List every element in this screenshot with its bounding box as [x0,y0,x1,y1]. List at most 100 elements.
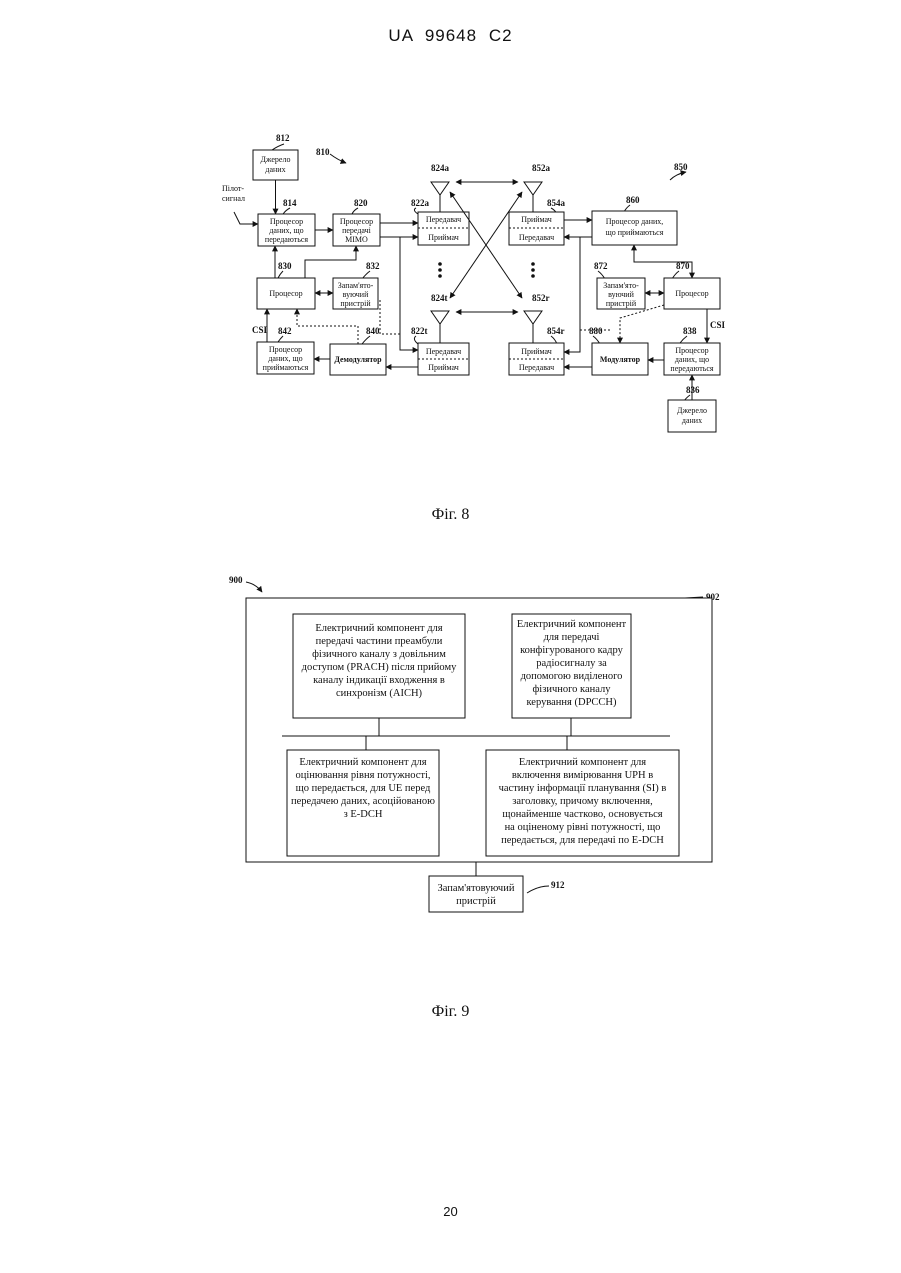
ref-852r: 852r [532,293,550,303]
ref-820: 820 [354,198,368,208]
box-910-line4: заголовку, причому включення, [512,796,653,807]
box-822t-top: Передавач [426,347,461,356]
antenna-824t [431,311,449,343]
box-910-line5: щонайменше частково, основується [502,809,662,820]
box-872-line2: вуючий [608,290,634,299]
box-822t-bottom: Приймач [428,363,459,372]
ref-824a: 824a [431,163,450,173]
box-842-line2: даних, що [268,354,302,363]
ref-854r: 854r [547,326,565,336]
box-902-system [246,598,712,862]
box-908-line4: передачею даних, асоційованою [291,796,435,807]
box-904-line4: доступом (PRACH) після прийому [302,662,457,673]
box-872-line1: Запам'ято- [603,281,639,290]
antenna-824a [431,182,449,212]
ref-810: 810 [316,147,330,157]
box-842-line3: приймаються [263,363,309,372]
box-904-line5: каналу індикації входження в [313,675,445,686]
box-908-line3: що передається, для UE перед [296,783,431,794]
ellipsis-left [438,262,442,278]
box-812-line1: Джерело [261,155,291,164]
ref-850: 850 [674,162,688,172]
box-822a-top: Передавач [426,215,461,224]
box-854a-bottom: Передавач [519,233,554,242]
pilot-label-2: сигнал [222,194,245,203]
box-812-line2: даних [265,165,285,174]
box-908-line1: Електричний компонент для [299,757,426,768]
box-820-line3: MIMO [345,235,368,244]
ref-812: 812 [276,133,290,143]
ref-838: 838 [683,326,697,336]
box-836-line2: даних [682,416,702,425]
csi-left-label: CSI [252,325,268,335]
box-912-line2: пристрій [456,896,496,907]
box-910-line7: передається, для передачі по E-DCH [501,835,664,846]
antenna-852a [524,182,542,212]
box-906-line1: Електричний компонент [517,619,627,630]
ellipsis-right [531,262,535,278]
box-832-line1: Запам'ято- [338,281,374,290]
box-838-line2: даних, що [675,355,709,364]
ref-842: 842 [278,326,292,336]
box-906-line2: для передачі [544,632,600,643]
box-910-line2: включення вимірювання UPH в [512,770,653,781]
box-906-line7: керування (DPCCH) [526,697,617,708]
ref-860: 860 [626,195,640,205]
box-910-line6: на оціненому рівні потужності, що [505,822,661,833]
box-910-line3: частину інформації планування (SI) в [499,783,667,794]
box-814-line2: даних, що [269,226,303,235]
box-910-line1: Електричний компонент для [519,757,646,768]
box-904-line6: синхронізм (AICH) [336,688,423,699]
box-904 [293,614,465,718]
ref-904: 904 [422,600,436,610]
box-906-line4: радіосигналу за [536,658,607,669]
box-832-line3: пристрій [340,299,371,308]
ref-910: 910 [449,754,463,764]
box-870-label: Процесор [675,289,708,298]
box-814-line3: передаються [265,235,308,244]
box-820-line1: Процесор [340,217,373,226]
ref-822t: 822t [411,326,428,336]
box-904-line3: фізичного каналу з довільним [312,649,446,660]
figure-8-caption: Фіг. 8 [0,506,901,524]
box-908-line2: оцінювання рівня потужності, [295,770,430,781]
ref-854a: 854a [547,198,566,208]
ref-822a: 822a [411,198,430,208]
box-832-line2: вуючий [343,290,369,299]
box-912-memory [429,876,523,912]
ref-840: 840 [366,326,380,336]
box-842-line1: Процесор [269,345,302,354]
figure-9-caption: Фіг. 9 [0,1003,901,1021]
box-872-line3: пристрій [606,299,637,308]
box-860-line1: Процесор даних, [606,217,664,226]
box-822a-bottom: Приймач [428,233,459,242]
pilot-label-1: Пілот- [222,184,244,193]
page-number: 20 [0,1204,901,1219]
box-906 [512,614,631,718]
box-880-label: Модулятор [600,355,641,364]
box-840-label: Демодулятор [334,355,382,364]
ref-824t: 824t [431,293,448,303]
box-814-line1: Процесор [270,217,303,226]
ref-832: 832 [366,261,380,271]
box-860-line2: що приймаються [606,228,664,237]
csi-right-label: CSI [710,320,726,330]
box-912-line1: Запам'ятовуючий [438,883,515,894]
ref-908: 908 [250,754,264,764]
box-908-line5: з E-DCH [344,809,383,820]
box-838-line3: передаються [670,364,713,373]
box-904-line1: Електричний компонент для [315,623,442,634]
ref-852a: 852a [532,163,551,173]
box-906-line6: фізичного каналу [532,684,611,695]
box-854r-top: Приймач [521,347,552,356]
antenna-852r [524,311,542,343]
box-910 [486,750,679,856]
box-908 [287,750,439,856]
box-830-label: Процесор [269,289,302,298]
ref-836: 836 [686,385,700,395]
box-906-line3: конфігурованого кадру [520,645,624,656]
box-836-line1: Джерело [677,406,707,415]
box-906-line5: допомогою виділеного [521,671,623,682]
ref-872: 872 [594,261,608,271]
ref-900: 900 [229,575,243,585]
